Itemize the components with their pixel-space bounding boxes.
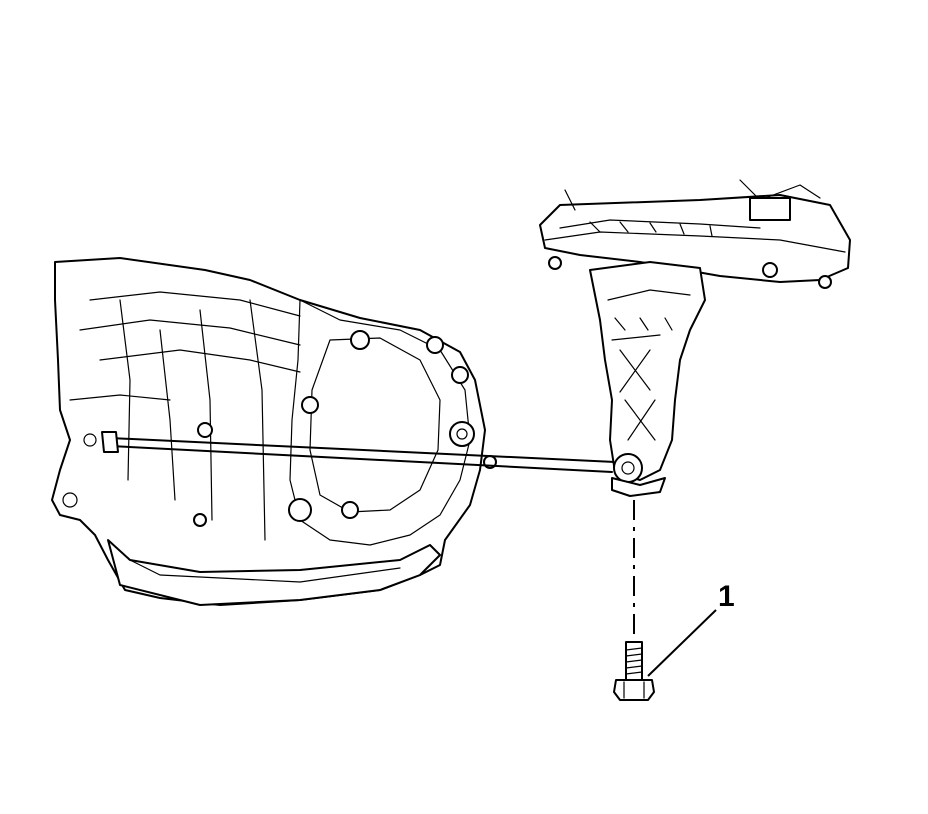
callout-1-label: 1 bbox=[718, 580, 735, 613]
shifter-base-plate bbox=[539, 179, 851, 289]
transmission-assembly bbox=[51, 257, 497, 606]
shift-linkage-rod bbox=[101, 431, 616, 473]
shifter-lever-bracket bbox=[589, 261, 706, 497]
callout-1: 1 bbox=[647, 580, 735, 677]
bolt bbox=[613, 641, 655, 701]
callout-1-leader bbox=[647, 609, 717, 677]
